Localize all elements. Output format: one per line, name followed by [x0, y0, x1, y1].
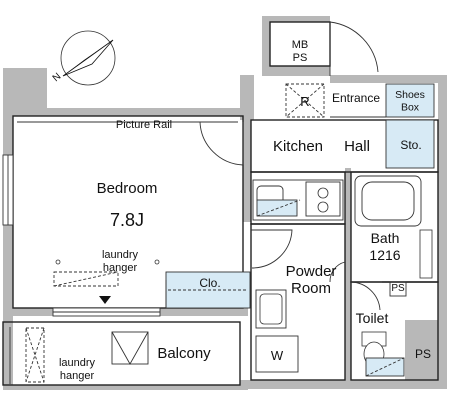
balcony-sash-window [52, 307, 161, 317]
closet-label: Clo. [199, 276, 220, 290]
balcony-label: Balcony [157, 345, 211, 362]
washer-label: W [271, 348, 284, 363]
washbasin [255, 289, 287, 329]
bedroom-window [2, 154, 14, 226]
bedroom-label: Bedroom [97, 180, 158, 197]
balcony-laundry-hanger [25, 327, 45, 383]
refrigerator-label: R [300, 94, 309, 109]
svg-text:N: N [51, 71, 64, 84]
bath-size-label: 1216 [369, 247, 400, 263]
bedroom-closet [165, 271, 251, 309]
bedroom-size-label: 7.8J [110, 210, 144, 230]
kitchen-counter [252, 179, 344, 221]
bathtub [354, 175, 433, 279]
storage-label: Sto. [400, 138, 421, 152]
toilet-label: Toilet [356, 310, 389, 326]
ps-small-label: PS [391, 283, 405, 294]
exterior-walls [3, 16, 447, 390]
picture-rail-label: Picture Rail [116, 119, 172, 131]
toilet-fixture [361, 331, 405, 377]
bedroom-laundry-hanger [53, 259, 160, 304]
hall-label: Hall [344, 138, 370, 155]
storage-closet [385, 119, 435, 169]
bath-label: Bath [371, 230, 400, 246]
doors [199, 21, 382, 311]
entrance-label: Entrance [332, 91, 380, 105]
refrigerator-space [285, 83, 325, 118]
ps-large-label: PS [415, 347, 431, 361]
washer-space [255, 335, 299, 373]
shoes-box [385, 83, 435, 118]
kitchen-label: Kitchen [273, 138, 323, 155]
ac-outdoor-unit [111, 331, 149, 365]
compass-north-arrow: N [51, 30, 116, 86]
ps-small-box [389, 281, 407, 297]
